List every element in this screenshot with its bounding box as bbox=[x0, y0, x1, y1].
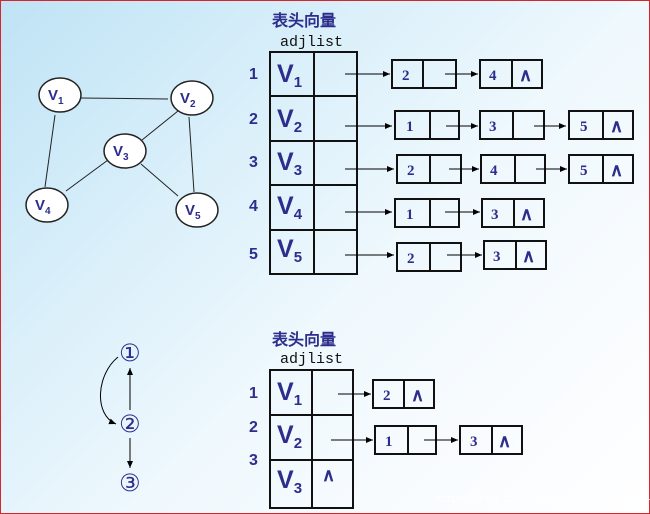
list-node bbox=[568, 154, 634, 184]
list-node bbox=[394, 110, 460, 140]
null-pointer: ∧ bbox=[522, 246, 535, 266]
row-vertex-label: V4 bbox=[277, 192, 303, 223]
list-node bbox=[394, 198, 460, 228]
node-value: 5 bbox=[580, 119, 588, 135]
edge-v3-v4 bbox=[65, 159, 109, 192]
adjlist-1-table bbox=[269, 51, 358, 275]
vertex-2: ② bbox=[119, 410, 141, 438]
vertex-v3-label: V3 bbox=[113, 143, 129, 163]
adjlist-1-label: adjlist bbox=[280, 34, 343, 51]
adjlist-1-row-2: 2 V2 1 3 5 ∧ bbox=[249, 105, 634, 140]
watermark: https://blog.csdn.net/weixin_40629244 bbox=[436, 492, 650, 505]
adjacency-list-1: 表头向量 adjlist 1 V1 2 4 ∧ 2 V2 bbox=[249, 11, 634, 275]
adjlist-1-header: 表头向量 bbox=[271, 11, 336, 30]
node-value: 2 bbox=[407, 163, 415, 179]
row-index: 3 bbox=[249, 154, 258, 171]
node-value: 4 bbox=[490, 163, 498, 179]
node-value: 3 bbox=[470, 434, 478, 450]
vertex-3: ③ bbox=[119, 469, 141, 497]
node-value: 2 bbox=[383, 388, 391, 404]
edge-v1-v4 bbox=[44, 114, 56, 188]
row-vertex-label: V1 bbox=[277, 60, 302, 91]
row-index: 2 bbox=[249, 111, 258, 128]
vertex-v5 bbox=[175, 192, 219, 228]
graph-1: V1 V2 V3 V4 V5 bbox=[25, 77, 219, 228]
row-vertex-label: V1 bbox=[277, 378, 302, 409]
node-value: 1 bbox=[406, 119, 414, 135]
node-value: 3 bbox=[493, 249, 501, 265]
row-index: 4 bbox=[249, 198, 258, 215]
edge-v3-v5 bbox=[140, 163, 179, 197]
node-value: 3 bbox=[489, 119, 497, 135]
row-index: 1 bbox=[249, 385, 258, 402]
edge-v1-v2 bbox=[79, 97, 169, 100]
node-value: 5 bbox=[580, 163, 588, 179]
null-pointer: ∧ bbox=[519, 65, 532, 85]
null-pointer: ∧ bbox=[498, 431, 511, 451]
null-pointer: ∧ bbox=[411, 385, 424, 405]
list-node bbox=[568, 110, 634, 140]
row-vertex-label: V3 bbox=[277, 466, 302, 497]
adjlist-1-row-1: 1 V1 2 4 ∧ bbox=[249, 59, 543, 91]
vertex-v4 bbox=[25, 187, 69, 223]
node-value: 3 bbox=[491, 207, 499, 223]
vertex-v1-label: V1 bbox=[48, 87, 64, 107]
null-pointer: ∧ bbox=[610, 116, 623, 136]
null-pointer: ∧ bbox=[610, 160, 623, 180]
edge-v2-v3 bbox=[141, 110, 179, 141]
graph-1-vertices bbox=[25, 77, 219, 228]
node-value: 2 bbox=[402, 68, 410, 84]
row-vertex-label: V3 bbox=[277, 148, 302, 179]
graph-2: ① ② ③ bbox=[100, 339, 141, 497]
row-index: 5 bbox=[249, 246, 258, 263]
null-pointer: ∧ bbox=[520, 204, 533, 224]
row-index: 1 bbox=[249, 66, 258, 83]
edge-1-to-2 bbox=[100, 356, 119, 425]
row-vertex-label: V5 bbox=[277, 235, 302, 266]
adjlist-2-label: adjlist bbox=[280, 351, 343, 368]
adjlist-2-table bbox=[269, 369, 354, 509]
vertex-v1 bbox=[38, 77, 82, 113]
adjlist-2-row-2: 2 V2 1 3 ∧ bbox=[249, 419, 523, 455]
graph-1-vertex-labels: V1 V2 V3 V4 V5 bbox=[35, 87, 201, 222]
row-index: 2 bbox=[249, 419, 258, 436]
vertex-v2-label: V2 bbox=[180, 90, 196, 110]
adjlist-2-row-1: 1 V1 2 ∧ bbox=[249, 378, 435, 409]
node-value: 4 bbox=[489, 68, 497, 84]
adjlist-1-row-5: 5 V5 2 3 ∧ bbox=[249, 235, 547, 272]
row-index: 3 bbox=[249, 452, 258, 469]
adjlist-2-row-3: 3 V3 ∧ bbox=[249, 452, 335, 497]
vertex-v2 bbox=[170, 80, 214, 116]
node-value: 2 bbox=[407, 251, 415, 267]
row-vertex-label: V2 bbox=[277, 105, 302, 136]
vertex-1: ① bbox=[119, 339, 141, 367]
adjlist-2-header: 表头向量 bbox=[271, 330, 336, 349]
graph-1-edges bbox=[44, 97, 195, 197]
vertex-v3 bbox=[103, 133, 147, 169]
vertex-v4-label: V4 bbox=[35, 197, 51, 217]
adjlist-1-row-4: 4 V4 1 3 ∧ bbox=[249, 192, 545, 228]
row-vertex-label: V2 bbox=[277, 421, 302, 452]
adjlist-1-row-3: 3 V3 2 4 5 ∧ bbox=[249, 148, 634, 184]
adjacency-list-2: 表头向量 adjlist 1 V1 2 ∧ 2 V2 1 bbox=[249, 330, 523, 509]
empty-list-symbol: ∧ bbox=[322, 465, 335, 485]
edge-v2-v5 bbox=[188, 116, 195, 193]
node-value: 1 bbox=[406, 207, 414, 223]
vertex-v5-label: V5 bbox=[185, 202, 201, 222]
node-value: 1 bbox=[385, 434, 393, 450]
